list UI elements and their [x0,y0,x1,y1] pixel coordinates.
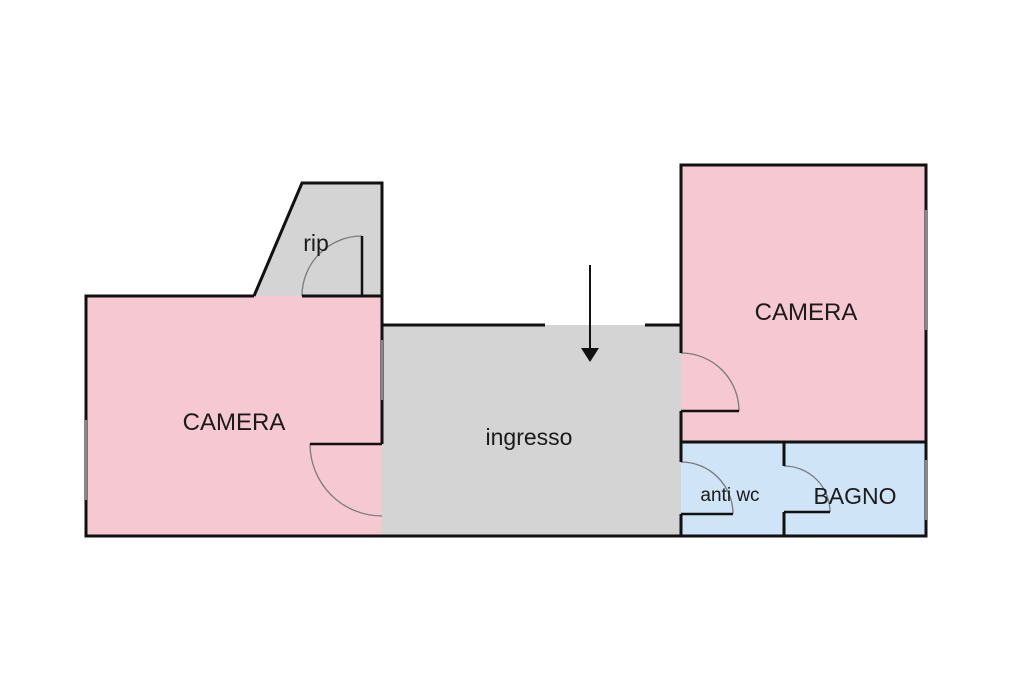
label-ingresso: ingresso [486,424,573,450]
door-swing-bagno [783,465,831,513]
door-swing-camera-right [680,352,740,412]
room-camera-right [681,165,926,442]
label-anti-wc: anti wc [700,485,759,506]
room-anti-wc [681,442,784,536]
door-swing-anti-wc [680,461,734,515]
label-camera-left: CAMERA [183,409,286,436]
door-swing-ripostiglio [301,235,363,297]
label-ripostiglio: rip [303,230,329,256]
door-swing-camera-left [309,443,383,517]
entrance-arrow [581,265,599,362]
room-ingresso [382,325,681,536]
label-bagno: BAGNO [813,483,896,509]
room-ripostiglio [254,183,382,296]
label-camera-right: CAMERA [755,299,858,326]
walls [84,163,928,538]
windows [85,210,927,520]
room-camera-left [86,296,382,536]
